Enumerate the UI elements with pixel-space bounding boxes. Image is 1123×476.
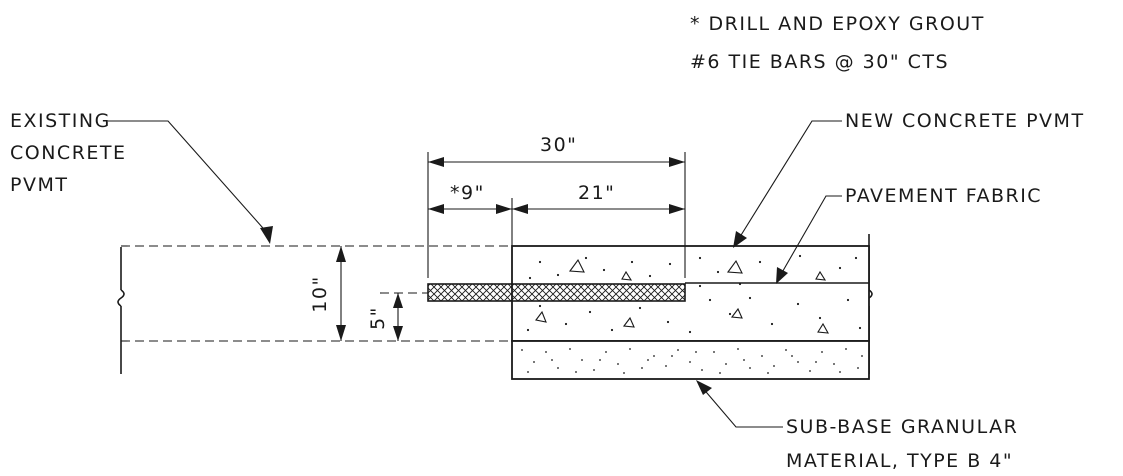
leader-new-concrete xyxy=(733,120,842,248)
label-existing-3: PVMT xyxy=(10,174,68,196)
dim-21: 21" xyxy=(512,182,685,214)
label-existing-2: CONCRETE xyxy=(10,142,127,164)
sub-base-layer xyxy=(511,340,870,380)
dim-30: 30" xyxy=(427,134,686,278)
leader-pavement-fabric xyxy=(776,195,842,284)
label-existing-1: EXISTING xyxy=(10,110,111,132)
dim-30-label: 30" xyxy=(540,134,577,156)
dim-9: *9" xyxy=(428,182,513,246)
leader-existing xyxy=(108,120,273,244)
note-tie-bars: #6 TIE BARS @ 30" CTS xyxy=(690,51,949,73)
left-break-line xyxy=(117,247,125,374)
tie-bar xyxy=(427,283,686,302)
dim-10-label: 10" xyxy=(309,275,331,312)
label-new-concrete: NEW CONCRETE PVMT xyxy=(845,110,1085,132)
dim-5-label: 5" xyxy=(367,306,389,330)
dim-21-label: 21" xyxy=(578,182,615,204)
note-drill-epoxy: * DRILL AND EPOXY GROUT xyxy=(690,13,985,35)
label-subbase-2: MATERIAL, TYPE B 4" xyxy=(786,450,1013,472)
dim-5: 5" xyxy=(367,293,403,341)
dim-10: 10" xyxy=(309,246,346,341)
leader-subbase xyxy=(696,380,783,428)
label-pavement-fabric: PAVEMENT FABRIC xyxy=(845,185,1042,207)
label-subbase-1: SUB-BASE GRANULAR xyxy=(786,416,1018,438)
dim-9-label: *9" xyxy=(450,182,485,204)
